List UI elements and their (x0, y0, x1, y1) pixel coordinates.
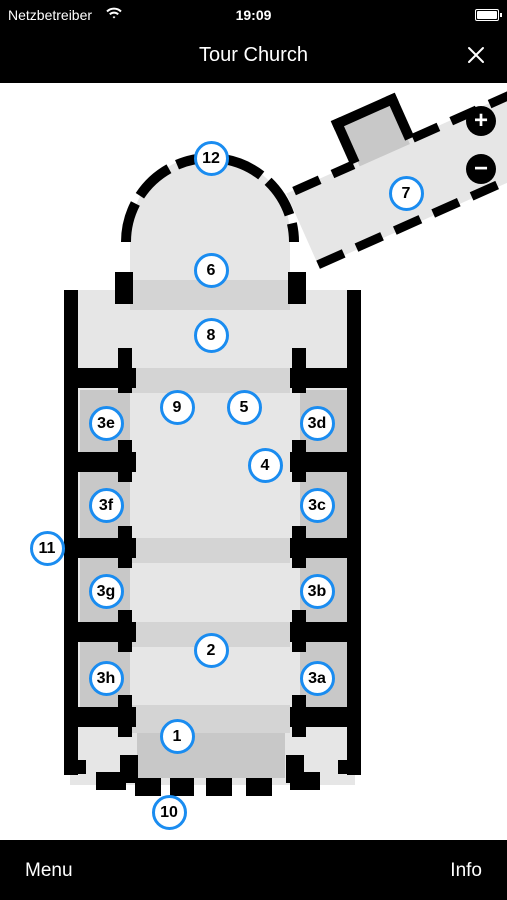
marker-3g[interactable]: 3g (88, 573, 124, 609)
marker-5[interactable]: 5 (226, 389, 262, 425)
marker-1[interactable]: 1 (159, 718, 195, 754)
page-title: Tour Church (199, 44, 308, 66)
apse (130, 155, 290, 290)
marker-2[interactable]: 2 (193, 632, 229, 668)
marker-3d[interactable]: 3d (299, 405, 335, 441)
marker-11[interactable]: 11 (29, 530, 65, 566)
marker-3e[interactable]: 3e (88, 405, 124, 441)
status-bar: Netzbetreiber 19:09 (0, 0, 507, 30)
marker-4[interactable]: 4 (247, 447, 283, 483)
clock: 19:09 (235, 7, 272, 23)
carrier-label: Netzbetreiber (8, 7, 93, 23)
battery-icon (475, 9, 502, 21)
marker-7[interactable]: 7 (388, 175, 424, 211)
marker-3b[interactable]: 3b (299, 573, 335, 609)
zoom-in-button[interactable]: + (466, 106, 496, 136)
bottom-toolbar: Menu Info (0, 840, 507, 900)
marker-9[interactable]: 9 (159, 389, 195, 425)
close-icon[interactable] (463, 42, 489, 68)
marker-6[interactable]: 6 (193, 252, 229, 288)
nav-bar: Tour Church (0, 30, 507, 83)
marker-12[interactable]: 12 (193, 140, 229, 176)
menu-button[interactable]: Menu (25, 860, 73, 881)
wifi-icon (106, 7, 122, 19)
walls (64, 272, 361, 796)
marker-3h[interactable]: 3h (88, 660, 124, 696)
marker-10[interactable]: 10 (151, 794, 187, 830)
zoom-out-button[interactable]: − (466, 154, 496, 184)
marker-3f[interactable]: 3f (88, 487, 124, 523)
marker-8[interactable]: 8 (193, 317, 229, 353)
marker-3a[interactable]: 3a (299, 660, 335, 696)
church-floor-plan[interactable]: + − 12 7 6 8 9 5 3e 3d 4 3f 3c 11 3g 3b … (0, 83, 507, 840)
info-button[interactable]: Info (450, 860, 482, 881)
marker-3c[interactable]: 3c (299, 487, 335, 523)
